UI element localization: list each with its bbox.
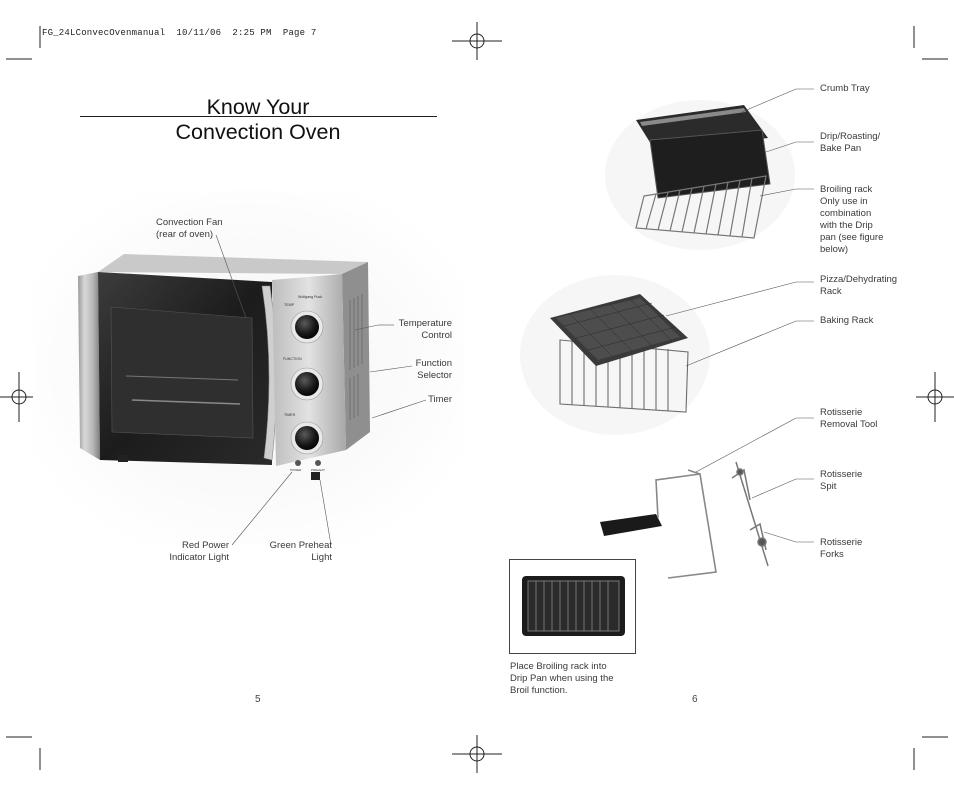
label-line: Function — [415, 358, 452, 369]
label-line: combination — [820, 208, 872, 219]
label-line: Only use in — [820, 196, 868, 207]
label-broiling-rack: Broiling rack Only use in combination wi… — [820, 184, 883, 256]
label-line: Rack — [820, 286, 842, 297]
label-line: Green Preheat — [269, 540, 332, 551]
oven-left-frame — [78, 272, 100, 460]
caption-line: Place Broiling rack into — [510, 661, 607, 672]
label-line: Rotisserie — [820, 537, 863, 548]
leader-lines-right — [665, 88, 814, 543]
leader-lines-left — [215, 234, 427, 546]
page-number-left: 5 — [255, 694, 261, 705]
inset-photo-frame — [509, 559, 636, 654]
oven-foot — [311, 472, 320, 480]
label-line: Rotisserie — [820, 407, 863, 418]
label-line: below) — [820, 244, 848, 255]
label-line: Removal Tool — [820, 419, 878, 430]
label-line: Spit — [820, 481, 837, 492]
label-line: (rear of oven) — [156, 229, 214, 240]
label-temperature-control: Temperature Control — [370, 318, 452, 342]
caption-line: Broil function. — [510, 685, 568, 696]
label-rotisserie-forks: Rotisserie Forks — [820, 537, 862, 561]
label-timer: Timer — [428, 394, 452, 405]
label-line: Red Power — [182, 540, 229, 551]
function-panel-label: FUNCTION — [283, 357, 302, 361]
label-line: Bake Pan — [820, 143, 862, 154]
label-line: Drip/Roasting/ — [820, 131, 881, 142]
temp-panel-label: TEMP — [284, 303, 295, 307]
label-line: Control — [421, 330, 452, 341]
inset-caption: Place Broiling rack into Drip Pan when u… — [510, 661, 614, 697]
preheat-light — [315, 460, 321, 466]
label-line: with the Drip — [820, 220, 873, 231]
broiling-rack — [635, 175, 767, 239]
label-rotisserie-removal-tool: Rotisserie Removal Tool — [820, 407, 877, 431]
temperature-knob — [295, 315, 319, 339]
label-red-power-light: Red Power Indicator Light — [140, 540, 229, 564]
power-panel-label: POWER — [290, 468, 302, 472]
label-line: Forks — [820, 549, 844, 560]
label-drip-pan: Drip/Roasting/ Bake Pan — [820, 131, 880, 155]
page-title-line1: Know Your — [206, 95, 310, 119]
label-line: Pizza/Dehydrating — [820, 274, 898, 285]
rotisserie-spit — [731, 461, 769, 567]
function-knob — [295, 372, 319, 396]
title-rule — [80, 116, 437, 117]
rotisserie-removal-tool — [600, 469, 717, 579]
power-light — [295, 460, 301, 466]
preheat-panel-label: PREHEAT — [311, 468, 325, 472]
label-line: Selector — [417, 370, 452, 381]
label-rotisserie-spit: Rotisserie Spit — [820, 469, 862, 493]
oven-side-vents — [349, 294, 363, 420]
label-line: Broiling rack — [820, 184, 873, 195]
timer-panel-label: TIMER — [284, 413, 296, 417]
label-convection-fan: Convection Fan (rear of oven) — [156, 217, 223, 241]
label-line: Convection Fan — [156, 217, 223, 228]
label-line: Rotisserie — [820, 469, 863, 480]
oven-side — [342, 262, 370, 450]
label-line: pan (see figure — [820, 232, 884, 243]
inset-drip-pan-with-rack — [522, 576, 625, 636]
label-baking-rack: Baking Rack — [820, 315, 874, 326]
label-line: Light — [311, 552, 332, 563]
timer-knob — [295, 426, 319, 450]
oven-foot — [118, 455, 128, 462]
oven-rack-line — [125, 375, 239, 381]
label-green-preheat-light: Green Preheat Light — [250, 540, 332, 564]
label-line: Temperature — [398, 318, 452, 329]
label-function-selector: Function Selector — [370, 358, 452, 382]
page-title-line2: Convection Oven — [175, 120, 341, 144]
pizza-rack-grid — [563, 298, 677, 357]
oven-heating-element — [131, 399, 241, 405]
label-crumb-tray: Crumb Tray — [820, 83, 870, 94]
brand-text: Wolfgang Puck — [298, 295, 322, 299]
oven-window — [110, 306, 254, 439]
oven-top — [98, 254, 368, 274]
label-pizza-rack: Pizza/Dehydrating Rack — [820, 274, 897, 298]
print-slug-line: FG_24LConvecOvenmanual 10/11/06 2:25 PM … — [42, 28, 317, 38]
pizza-rack-mesh — [556, 298, 680, 360]
caption-line: Drip Pan when using the — [510, 673, 614, 684]
page-title: Know Your Convection Oven — [80, 95, 436, 145]
crumb-tray-edge — [640, 108, 746, 126]
label-line: Indicator Light — [169, 552, 229, 563]
page-number-right: 6 — [692, 694, 698, 705]
